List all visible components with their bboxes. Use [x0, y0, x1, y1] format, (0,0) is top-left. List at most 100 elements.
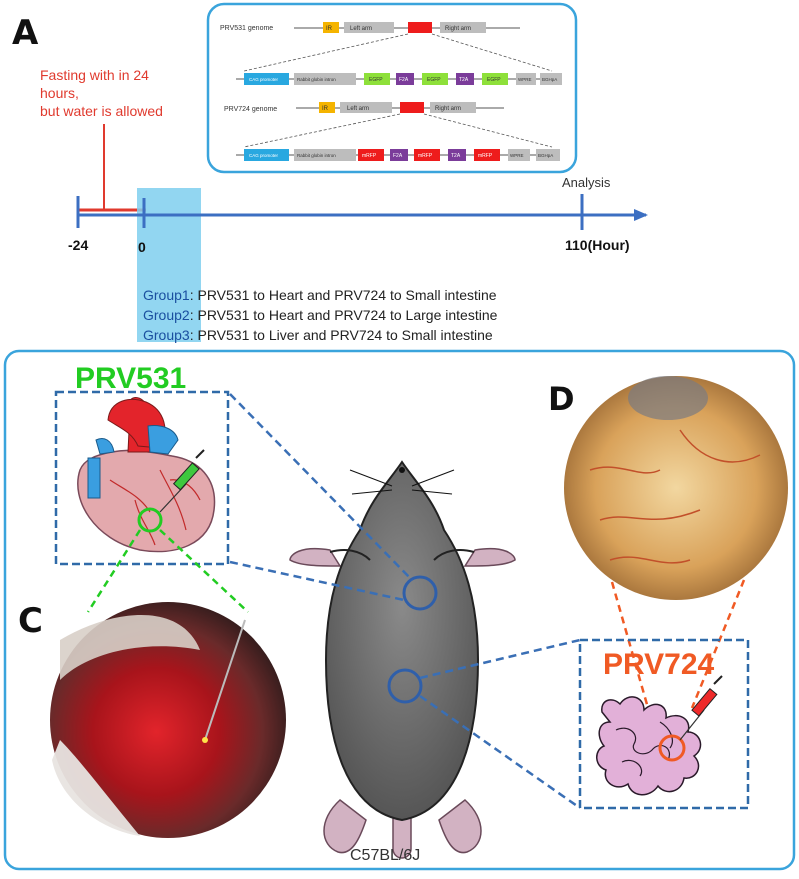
intestine-target-site — [387, 668, 423, 704]
mouse-illustration — [289, 460, 516, 859]
mouse-strain-label: C57BL/6J — [350, 847, 420, 864]
prv531-cassette-label-5: EGFP — [427, 77, 441, 83]
syringe-icon-red — [679, 675, 723, 741]
prv531-cassette-label-3: EGFP — [369, 77, 383, 83]
group-item-2: Group2: PRV531 to Heart and PRV724 to La… — [143, 307, 498, 323]
syringe-icon — [159, 449, 205, 513]
genome-panel-frame — [206, 2, 578, 174]
prv531-cassette-label-2: Rabbit globin intron — [297, 77, 336, 82]
prv531-cassette-box-4 — [396, 73, 414, 85]
group-item-3: Group3: PRV531 to Liver and PRV724 to Sm… — [143, 327, 493, 343]
prv531-cassette-label-7: EGFP — [487, 77, 501, 83]
panel-label-d: D — [548, 380, 575, 418]
prv724-cassette-box-6 — [448, 149, 466, 161]
prv531-cassette-label-8: WPRE — [518, 77, 532, 82]
fasting-note-line-3: but water is allowed — [40, 103, 163, 119]
intestine-illustration — [596, 696, 702, 796]
prv531-cassette-box-2 — [294, 73, 356, 85]
zoom-line-green-right — [159, 529, 249, 613]
heart-inset-frame — [54, 390, 230, 566]
prv531-zoom-line-right — [431, 33, 553, 72]
prv724-left-arm-box — [340, 102, 392, 113]
prv531-cassette-label-1: CAG promoter — [249, 77, 279, 82]
prv724-cassette-box-1 — [244, 149, 289, 161]
prv531-right-arm-label: Right arm — [445, 26, 471, 32]
prv724-zoom-line-right — [423, 113, 553, 148]
operation-photo-needle — [204, 619, 246, 741]
analysis-label: Analysis — [562, 175, 611, 190]
prv724-cassette-label-2: Rabbit globin intron — [297, 153, 336, 158]
link-line-intestine-1 — [419, 638, 581, 680]
prv724-cassette-box-8 — [508, 149, 530, 161]
prv724-cassette-label-4: F2A — [393, 153, 403, 159]
zoom-line-orange-left — [610, 581, 650, 709]
prv724-cassette: CAG promoter Rabbit globin intron mRFP F… — [244, 149, 560, 161]
prv531-left-arm-label: Left arm — [350, 26, 372, 32]
prv531-cassette-label-6: T2A — [459, 77, 469, 83]
operation-photo-tissue — [60, 615, 200, 680]
link-line-heart-1 — [229, 393, 413, 581]
prv724-left-arm-label: Left arm — [347, 106, 369, 112]
group-item-1: Group1: PRV531 to Heart and PRV724 to Sm… — [143, 287, 497, 303]
tissue-photo-vessels — [589, 429, 761, 564]
prv724-cassette-label-6: T2A — [451, 153, 461, 159]
prv531-genome-title: PRV531 genome — [220, 25, 273, 32]
operation-photo-fur — [52, 740, 140, 836]
prv724-label: PRV724 — [603, 648, 715, 681]
timeline-zero-label: 0 — [138, 239, 146, 255]
zoom-line-green-left — [86, 529, 142, 613]
zoom-line-orange-right — [690, 579, 746, 709]
prv724-cassette-box-3 — [358, 149, 384, 161]
timeline-end-label: 110(Hour) — [565, 237, 630, 253]
prv724-cassette-box-9 — [536, 149, 560, 161]
link-line-heart-2 — [229, 560, 405, 602]
prv724-cassette-label-9: BGHpA — [538, 153, 553, 158]
prv724-cassette-label-5: mRFP — [418, 153, 433, 159]
prv724-cassette-label-3: mRFP — [362, 153, 377, 159]
prv724-cassette-box-5 — [414, 149, 440, 161]
fasting-note: Fasting with in 24 hours, but water is a… — [40, 67, 163, 119]
fasting-note-line-1: Fasting with in 24 — [40, 67, 149, 83]
group-list: Group1: PRV531 to Heart and PRV724 to Sm… — [143, 287, 498, 343]
prv724-right-arm-box — [430, 102, 476, 113]
prv531-cassette-box-8 — [516, 73, 536, 85]
prv724-cassette-label-8: WPRE — [510, 153, 524, 158]
prv531-right-arm-box — [440, 22, 486, 33]
prv724-cassette-box-4 — [390, 149, 408, 161]
experiment-panel-frame — [3, 349, 796, 871]
fasting-note-line-2: hours, — [40, 85, 79, 101]
panel-label-c: C — [18, 601, 43, 641]
prv531-insert-box — [408, 22, 432, 33]
prv531-label: PRV531 — [75, 362, 186, 395]
heart-injection-site — [137, 507, 163, 533]
prv724-genome-title: PRV724 genome — [224, 106, 277, 113]
prv724-cassette-box-2 — [294, 149, 356, 161]
panel-label-a: A — [12, 13, 39, 53]
prv531-cassette-box-1 — [244, 73, 289, 85]
prv531-cassette-label-9: BGHpA — [542, 77, 557, 82]
intestine-tissue-photo — [564, 376, 788, 600]
intestine-injection-site — [658, 734, 686, 762]
prv724-cassette-label-7: mRFP — [478, 153, 493, 159]
heart-operation-photo — [50, 602, 286, 838]
prv724-ir-label: IR — [322, 106, 329, 112]
prv724-right-arm-label: Right arm — [435, 106, 461, 112]
prv531-cassette-box-3 — [364, 73, 390, 85]
prv531-cassette: CAG promoter Rabbit globin intron EGFP F… — [244, 73, 562, 85]
intestine-inset-frame — [578, 638, 750, 810]
heart-target-site — [402, 575, 438, 611]
prv724-insert-box — [400, 102, 424, 113]
timeline-start-label: -24 — [68, 237, 88, 253]
prv531-left-arm-box — [344, 22, 394, 33]
prv724-ir-box — [319, 102, 335, 113]
prv531-cassette-box-7 — [482, 73, 508, 85]
tissue-photo-dark-region — [628, 376, 708, 420]
prv724-cassette-box-7 — [474, 149, 500, 161]
prv531-zoom-line-left — [243, 33, 409, 72]
prv531-ir-box — [323, 22, 339, 33]
link-line-intestine-2 — [419, 694, 581, 810]
prv724-zoom-line-left — [243, 113, 401, 148]
prv531-cassette-box-9 — [540, 73, 562, 85]
prv531-cassette-box-5 — [422, 73, 448, 85]
operation-photo-tip — [202, 737, 208, 743]
